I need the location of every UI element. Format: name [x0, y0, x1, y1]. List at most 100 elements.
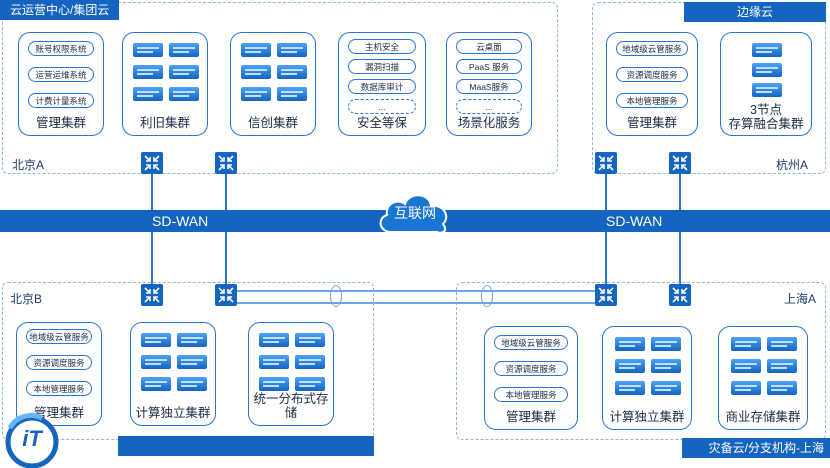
service-pill: MaaS服务 [456, 79, 522, 94]
service-pill: 资源调度服务 [616, 67, 688, 82]
internet-label: 互联网 [394, 205, 436, 221]
tunnel-line [237, 302, 595, 304]
region-shanghai-a [456, 282, 826, 440]
service-pill: 地域级云管服务 [494, 335, 568, 350]
cluster-hci-hza: 3节点 存算融合集群 [720, 32, 812, 136]
server-icon [177, 333, 207, 347]
switch-icon [215, 284, 237, 306]
service-pill: ... [348, 99, 416, 114]
server-icon [615, 337, 645, 351]
cluster-title: 计算独立集群 [609, 410, 685, 424]
server-icon [651, 381, 681, 395]
cluster-title: 场景化服务 [457, 116, 521, 130]
cluster-scenario-bja: 云桌面 PaaS 服务 MaaS服务 ... 场景化服务 [446, 32, 532, 136]
server-icon [731, 381, 761, 395]
server-icon [141, 333, 171, 347]
cluster-compute-sha: 计算独立集群 [602, 326, 692, 430]
service-pill: 资源调度服务 [26, 355, 92, 370]
cluster-management-bjb: 地域级云管服务 资源调度服务 本地管理服务 管理集群 [16, 322, 102, 426]
server-icon [241, 87, 271, 101]
server-icon [177, 355, 207, 369]
region-tag-cloud-ops: 云运营中心/集团云 [0, 0, 120, 20]
cluster-management-bja: 账号权限系统 运营运维系统 计费计量系统 管理集群 [18, 32, 104, 136]
server-icon [177, 377, 207, 391]
server-icon [752, 83, 782, 97]
server-icon [295, 333, 325, 347]
cluster-title: 3节点 存算融合集群 [721, 103, 811, 131]
cluster-title: 信创集群 [247, 116, 298, 130]
cluster-management-sha: 地域级云管服务 资源调度服务 本地管理服务 管理集群 [484, 326, 578, 430]
internet-cloud-icon [379, 194, 448, 234]
service-pill: 主机安全 [348, 39, 416, 54]
service-pill: 地域级云管服务 [26, 329, 92, 344]
cluster-management-hza: 地域级云管服务 资源调度服务 本地管理服务 管理集群 [606, 32, 698, 136]
server-icon [133, 65, 163, 79]
cluster-title: 管理集群 [505, 410, 556, 424]
server-icon [277, 65, 307, 79]
sd-wan-label-left: SD-WAN [148, 212, 213, 230]
cluster-title-line: 3节点 [750, 103, 782, 117]
server-icon [133, 87, 163, 101]
server-icon [241, 43, 271, 57]
server-icon [259, 377, 289, 391]
server-icon [169, 87, 199, 101]
logo-icon [5, 412, 59, 468]
service-pill: 本地管理服务 [616, 93, 688, 108]
server-icon [141, 355, 171, 369]
server-icon [295, 355, 325, 369]
server-icon [133, 43, 163, 57]
service-pill: 数据库审计 [348, 79, 416, 94]
service-pill: ... [456, 99, 522, 114]
server-icon [169, 65, 199, 79]
service-pill: 运营运维系统 [28, 67, 94, 82]
server-icon [767, 381, 797, 395]
server-icon [295, 377, 325, 391]
switch-icon [595, 152, 617, 174]
cluster-title: 商业存储集群 [725, 410, 801, 424]
cluster-title: 管理集群 [626, 116, 677, 130]
server-icon [169, 43, 199, 57]
server-icon [767, 337, 797, 351]
server-icon [141, 377, 171, 391]
service-pill: 本地管理服务 [26, 381, 92, 396]
cluster-title: 管理集群 [33, 406, 84, 420]
sd-wan-label-right: SD-WAN [602, 212, 667, 230]
service-pill: 漏洞扫描 [348, 59, 416, 74]
site-label-hangzhou-a: 杭州A [776, 158, 809, 172]
cluster-compute-bjb: 计算独立集群 [130, 322, 216, 426]
tunnel-ring-icon [481, 285, 493, 307]
tunnel-line [237, 290, 595, 292]
server-icon [651, 337, 681, 351]
server-icon [615, 359, 645, 373]
server-icon [752, 63, 782, 77]
cluster-title: 安全等保 [356, 116, 407, 130]
cluster-title: 统一分布式存储 [253, 392, 329, 420]
server-icon [651, 359, 681, 373]
server-icon [277, 87, 307, 101]
server-icon [731, 359, 761, 373]
service-pill: 账号权限系统 [28, 41, 94, 56]
switch-icon [141, 152, 163, 174]
service-pill: 地域级云管服务 [616, 41, 688, 56]
server-icon [767, 359, 797, 373]
site-label-shanghai-a: 上海A [784, 292, 817, 306]
region-tag-edge-cloud: 边缘云 [684, 2, 826, 22]
logo-text: iT [22, 426, 42, 451]
bottom-bar-left [118, 436, 374, 456]
server-icon [259, 333, 289, 347]
service-pill: 云桌面 [456, 39, 522, 54]
tunnel-ring-icon [330, 285, 342, 307]
server-icon [615, 381, 645, 395]
switch-icon [669, 152, 691, 174]
server-icon [241, 65, 271, 79]
switch-icon [595, 284, 617, 306]
cluster-storage-sha: 商业存储集群 [718, 326, 808, 430]
server-icon [731, 337, 761, 351]
cluster-title-line: 存算融合集群 [728, 117, 804, 131]
service-pill: 本地管理服务 [494, 387, 568, 402]
cluster-security-bja: 主机安全 漏洞扫描 数据库审计 ... 安全等保 [338, 32, 426, 136]
switch-icon [669, 284, 691, 306]
service-pill: PaaS 服务 [456, 59, 522, 74]
site-label-beijing-a: 北京A [12, 158, 45, 172]
cluster-title: 管理集群 [35, 116, 86, 130]
